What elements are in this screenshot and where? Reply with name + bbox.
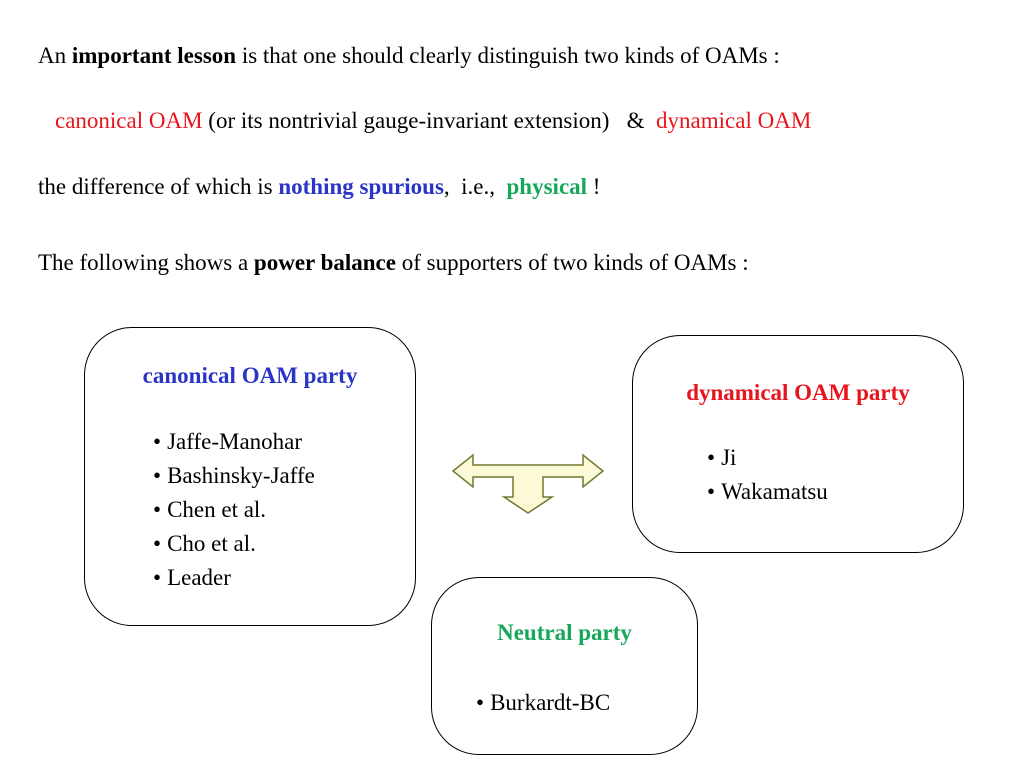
list-item: •Jaffe-Manohar — [153, 429, 303, 454]
intro-line-3-text-a: the difference of which is — [38, 174, 279, 199]
dynamical-member-list: •Ji •Wakamatsu — [707, 441, 828, 509]
intro-line-4: The following shows a power balance of s… — [38, 249, 749, 277]
intro-line-2-middle-text: (or its nontrivial gauge-invariant exten… — [202, 108, 657, 133]
power-balance-text: power balance — [253, 250, 396, 275]
neutral-party-box: Neutral party •Burkardt-BC — [431, 577, 698, 755]
list-item: •Chen et al. — [153, 497, 267, 522]
three-way-arrow-shape — [451, 453, 605, 514]
list-item: •Cho et al. — [153, 531, 256, 556]
neutral-party-title: Neutral party — [497, 620, 632, 645]
dynamical-oam-text: dynamical OAM — [656, 108, 812, 133]
list-item: •Ji — [707, 445, 737, 470]
nothing-spurious-text: nothing spurious — [278, 174, 444, 199]
canonical-party-box: canonical OAM party •Jaffe-Manohar •Bash… — [84, 327, 416, 626]
intro-line-3-text-b: , i.e., — [443, 174, 507, 199]
dynamical-party-box: dynamical OAM party •Ji •Wakamatsu — [632, 335, 964, 553]
canonical-party-title: canonical OAM party — [142, 363, 358, 388]
intro-line-1: An important lesson is that one should c… — [38, 42, 780, 70]
physical-text: physical — [506, 174, 588, 199]
list-item: •Wakamatsu — [707, 479, 828, 504]
important-lesson-text: important lesson — [71, 43, 237, 68]
dynamical-party-title: dynamical OAM party — [686, 380, 910, 405]
list-item: •Bashinsky-Jaffe — [153, 463, 315, 488]
intro-line-1-text-b: is that one should clearly distinguish t… — [236, 43, 780, 68]
intro-line-4-text-a: The following shows a — [38, 250, 254, 275]
list-item: •Burkardt-BC — [476, 690, 611, 715]
intro-line-1-text-a: An — [38, 43, 72, 68]
canonical-oam-text: canonical OAM — [55, 108, 203, 133]
neutral-member-list: •Burkardt-BC — [476, 686, 610, 720]
intro-line-3-text-c: ! — [587, 174, 601, 199]
intro-line-4-text-b: of supporters of two kinds of OAMs : — [395, 250, 749, 275]
intro-line-3: the difference of which is nothing spuri… — [38, 173, 600, 201]
intro-line-2: canonical OAM (or its nontrivial gauge-i… — [55, 107, 811, 135]
list-item: •Leader — [153, 565, 231, 590]
canonical-member-list: •Jaffe-Manohar •Bashinsky-Jaffe •Chen et… — [153, 425, 315, 595]
three-way-arrow-icon — [451, 453, 605, 514]
